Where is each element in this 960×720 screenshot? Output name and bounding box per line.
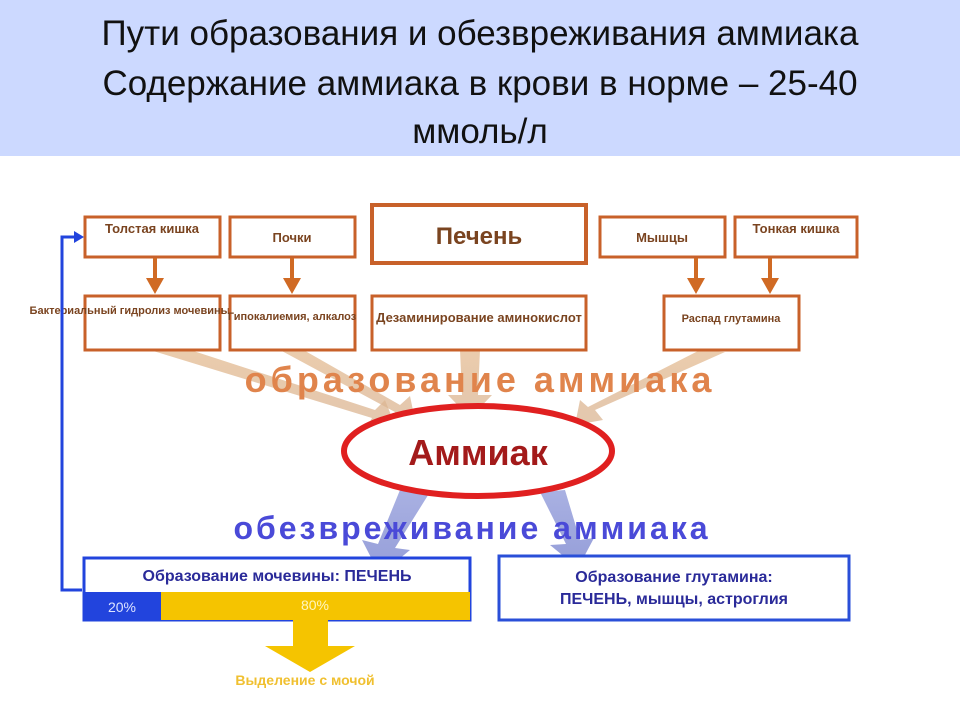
title-line-1: Пути образования и обезвреживания аммиак…	[101, 14, 859, 53]
source-name-muscles: Мышцы	[636, 230, 688, 245]
process-large-intestine: Бактериальный гидролиз мочевины и белка	[30, 305, 276, 317]
source-name-large-intestine: Толстая кишка	[105, 221, 200, 236]
source-box-liver: Печень	[370, 203, 588, 265]
urea-box: Образование мочевины: ПЕЧЕНЬ 20% 80%	[82, 556, 472, 622]
title-line-3: ммоль/л	[412, 112, 548, 151]
source-name-liver: Печень	[436, 223, 523, 250]
process-box-muscles: Распад глутамина	[662, 294, 801, 352]
process-muscles: Распад глутамина	[682, 313, 782, 325]
glutamine-line-1: Образование глутамина:	[575, 569, 773, 586]
ammonia-node: Аммиак	[341, 403, 615, 499]
process-liver: Дезаминирование аминокислот	[376, 310, 582, 325]
excretion-arrow	[265, 620, 355, 672]
urea-label: Образование мочевины: ПЕЧЕНЬ	[143, 568, 412, 585]
source-box-large-intestine: Толстая кишка	[83, 215, 222, 259]
source-box-small-intestine: Тонкая кишка	[733, 215, 859, 259]
source-box-kidneys: Почки	[228, 215, 357, 259]
urea-bar-20	[84, 592, 161, 620]
excretion-label: Выделение с мочой	[235, 672, 374, 688]
detox-label: обезвреживание аммиака	[233, 510, 710, 546]
glutamine-box: Образование глутамина: ПЕЧЕНЬ, мышцы, ас…	[497, 554, 851, 622]
title-band	[0, 0, 960, 156]
formation-arrows	[150, 345, 725, 430]
source-name-small-intestine: Тонкая кишка	[753, 221, 841, 236]
detox-arrows	[362, 490, 594, 575]
ammonia-label: Аммиак	[408, 432, 548, 473]
urea-pct-20: 20%	[108, 599, 136, 615]
urea-bar-80	[161, 592, 470, 620]
formation-label: образование аммиака	[245, 359, 716, 400]
glutamine-line-2: ПЕЧЕНЬ, мышцы, астроглия	[560, 591, 788, 608]
source-name-kidneys: Почки	[272, 230, 311, 245]
process-kidneys: Гипокалиемия, алкалоз	[228, 311, 357, 323]
process-box-kidneys: Гипокалиемия, алкалоз	[228, 294, 357, 352]
title-line-2: Содержание аммиака в крови в норме – 25-…	[102, 64, 858, 103]
process-box-liver: Дезаминирование аминокислот	[370, 294, 588, 352]
process-box-large-intestine: Бактериальный гидролиз мочевины и белка	[30, 294, 276, 352]
brown-arrows	[146, 258, 779, 294]
source-box-muscles: Мышцы	[598, 215, 727, 259]
return-loop	[60, 231, 84, 592]
urea-pct-80: 80%	[301, 597, 329, 613]
